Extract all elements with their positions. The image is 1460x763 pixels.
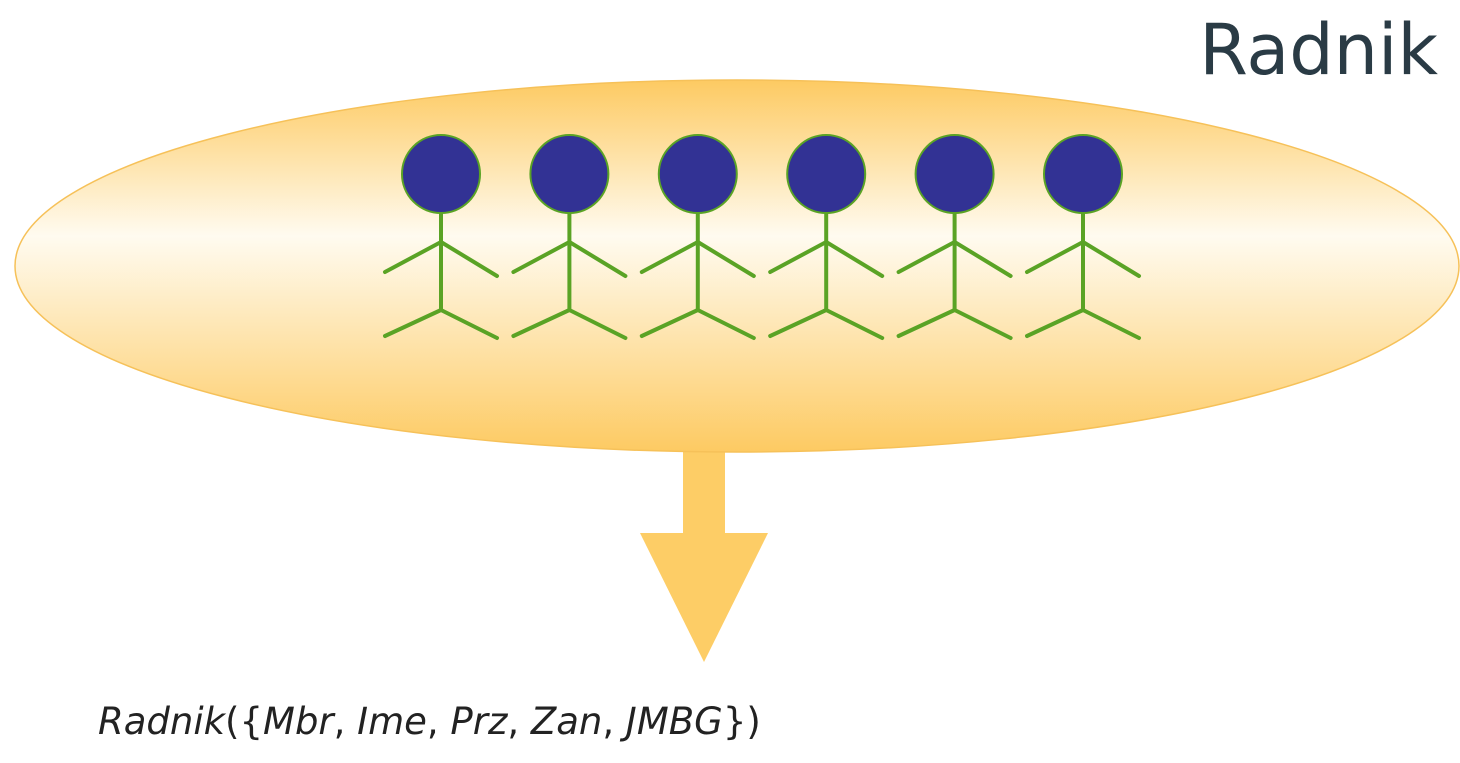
- attribute-separator: ,: [426, 700, 451, 743]
- attribute-prz: Prz: [450, 700, 508, 743]
- figure-leg-left: [768, 308, 829, 338]
- figure-leg-right: [567, 308, 628, 340]
- relation-close: }): [722, 700, 761, 743]
- attribute-separator: ,: [507, 700, 531, 743]
- figure-leg-right: [1081, 308, 1141, 340]
- figure-arm-right: [952, 240, 1013, 278]
- figure-arm-right: [824, 240, 885, 278]
- person-figure-icon: [639, 134, 756, 340]
- figure-arm-left: [511, 240, 572, 274]
- figure-arm-left: [383, 240, 443, 274]
- attribute-separator: ,: [333, 700, 358, 743]
- figure-leg-left: [511, 308, 572, 338]
- figure-leg-left: [1025, 308, 1085, 338]
- figure-leg-right: [439, 308, 499, 340]
- figure-arm-left: [1025, 240, 1085, 274]
- arrow-shaft: [683, 440, 725, 536]
- figure-head: [401, 134, 481, 214]
- attribute-ime: Ime: [357, 700, 427, 743]
- figure-arm-left: [639, 240, 700, 274]
- figure-arm-left: [768, 240, 829, 274]
- relation-schema: Radnik({Mbr, Ime, Prz, Zan, JMBG}): [98, 700, 761, 744]
- figure-leg-left: [639, 308, 700, 338]
- figure-arm-left: [896, 240, 957, 274]
- figure-arm-right: [1081, 240, 1141, 278]
- figure-head: [1043, 134, 1123, 214]
- arrow-head: [640, 533, 768, 662]
- person-figure-icon: [768, 134, 885, 340]
- attribute-mbr: Mbr: [263, 700, 334, 743]
- relation-open: ({: [225, 700, 264, 743]
- figure-arm-right: [695, 240, 756, 278]
- figure-head: [529, 134, 610, 214]
- person-figure-icon: [511, 134, 628, 340]
- figure-head: [914, 134, 995, 214]
- entity-instances: [383, 134, 1141, 340]
- figure-head: [786, 134, 867, 214]
- person-figure-icon: [896, 134, 1013, 340]
- figure-leg-right: [952, 308, 1013, 340]
- figure-leg-right: [824, 308, 885, 340]
- relation-name: Radnik: [98, 700, 226, 743]
- figure-leg-left: [383, 308, 443, 338]
- figure-leg-right: [695, 308, 756, 340]
- figure-head: [657, 134, 738, 214]
- attribute-zan: Zan: [530, 700, 603, 743]
- attribute-separator: ,: [602, 700, 626, 743]
- down-arrow: [640, 440, 768, 662]
- figure-arm-right: [439, 240, 499, 278]
- person-figure-icon: [1025, 134, 1141, 340]
- attribute-list: Mbr, Ime, Prz, Zan, JMBG: [263, 700, 723, 743]
- entity-title: Radnik: [1199, 9, 1438, 91]
- figure-leg-left: [896, 308, 957, 338]
- attribute-jmbg: JMBG: [625, 700, 723, 743]
- person-figure-icon: [383, 134, 499, 340]
- figure-arm-right: [567, 240, 628, 278]
